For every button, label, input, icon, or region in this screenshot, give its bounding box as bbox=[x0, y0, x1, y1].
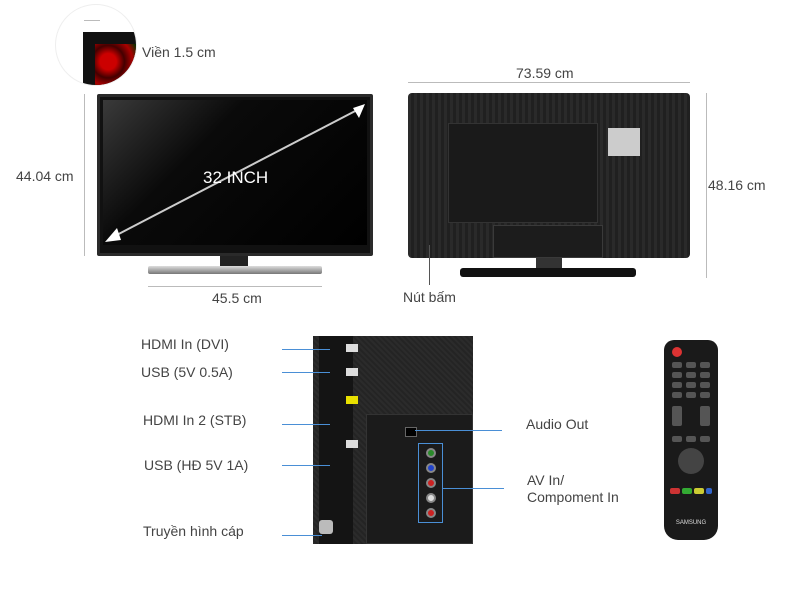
stand-width-line bbox=[148, 286, 322, 287]
side-port-strip bbox=[319, 336, 358, 544]
port-label-audio-out: Audio Out bbox=[526, 416, 589, 432]
dpad-icon bbox=[678, 448, 704, 474]
callout-line-cable bbox=[282, 535, 322, 536]
back-port-panel bbox=[448, 123, 598, 223]
back-stand-mount bbox=[493, 225, 603, 258]
bezel-corner-image bbox=[83, 32, 136, 85]
port-label-cable: Truyền hình cáp bbox=[143, 523, 244, 539]
remote-brand-label: SAMSUNG bbox=[675, 520, 707, 526]
ports-closeup-image bbox=[313, 336, 473, 544]
callout-line-hdmi2 bbox=[282, 424, 330, 425]
optical-port bbox=[405, 427, 417, 437]
bezel-detail-circle bbox=[55, 4, 137, 86]
callout-line-usb2 bbox=[282, 465, 330, 466]
width-dimension-line bbox=[408, 82, 690, 83]
screen-size-label: 32 INCH bbox=[203, 168, 269, 187]
port-label-usb2: USB (HĐ 5V 1A) bbox=[144, 457, 249, 473]
back-stand-base bbox=[460, 268, 636, 277]
back-stand-neck bbox=[536, 258, 562, 270]
bezel-width-marker bbox=[84, 20, 100, 21]
coax-connector bbox=[319, 520, 333, 534]
tv-screen: 32 INCH bbox=[103, 100, 367, 245]
front-height-label: 44.04 cm bbox=[16, 168, 74, 184]
port-label-hdmi-dvi: HDMI In (DVI) bbox=[141, 336, 229, 352]
tv-back-image bbox=[408, 93, 690, 258]
tv-stand-neck bbox=[220, 256, 248, 268]
port-label-av-in: AV In/ bbox=[527, 472, 565, 488]
remote-control-image: SAMSUNG bbox=[664, 340, 718, 540]
port-label-component-in: Compoment In bbox=[527, 489, 619, 505]
diagonal-arrow-icon bbox=[105, 104, 365, 242]
height-dimension-line bbox=[84, 94, 85, 256]
port-label-usb1: USB (5V 0.5A) bbox=[141, 364, 233, 380]
power-button-icon bbox=[672, 347, 682, 357]
callout-line-av bbox=[443, 488, 504, 489]
back-height-line bbox=[706, 93, 707, 278]
callout-line-audio bbox=[415, 430, 502, 431]
back-height-label: 48.16 cm bbox=[708, 177, 766, 193]
back-width-label: 73.59 cm bbox=[516, 65, 574, 81]
tv-front-image: 32 INCH bbox=[97, 94, 373, 256]
rating-sticker bbox=[608, 128, 640, 156]
button-label: Nút bấm bbox=[403, 289, 456, 305]
port-label-hdmi2: HDMI In 2 (STB) bbox=[143, 412, 247, 428]
av-in-highlight bbox=[418, 443, 443, 523]
bezel-label: Viền 1.5 cm bbox=[142, 44, 216, 60]
callout-line-usb1 bbox=[282, 372, 330, 373]
stand-width-label: 45.5 cm bbox=[212, 290, 262, 306]
tv-stand-base bbox=[148, 266, 322, 274]
button-pointer-line bbox=[429, 245, 430, 285]
callout-line-hdmi-dvi bbox=[282, 349, 330, 350]
